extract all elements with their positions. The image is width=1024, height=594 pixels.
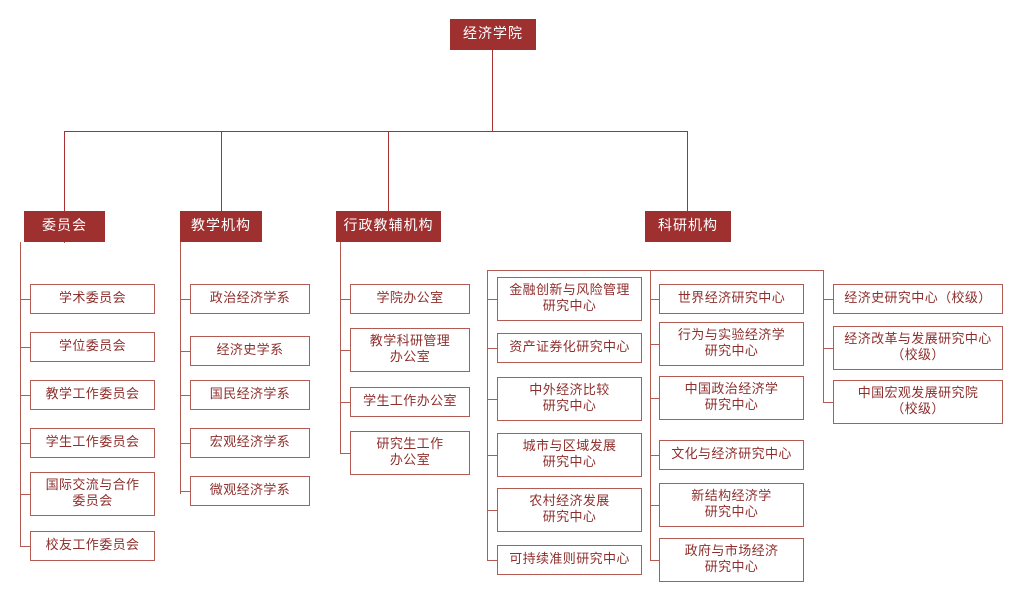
- node-leaf-teaching-0[interactable]: 政治经济学系: [190, 284, 310, 314]
- edge-main-bus: [64, 131, 688, 132]
- node-leaf-research-col-2-1[interactable]: 行为与实验经济学 研究中心: [659, 322, 804, 366]
- edge-tick-research-col-1-1: [487, 348, 497, 349]
- node-leaf-research-col-1-4[interactable]: 农村经济发展 研究中心: [497, 488, 642, 532]
- edge-drop-teaching: [221, 131, 222, 211]
- node-leaf-research-col-2-0[interactable]: 世界经济研究中心: [659, 284, 804, 314]
- edge-spine-administrative: [340, 242, 341, 454]
- edge-bus-research: [487, 270, 824, 271]
- edge-tick-research-col-1-5: [487, 560, 497, 561]
- edge-spine-research-col-1: [487, 270, 488, 560]
- node-leaf-committees-1[interactable]: 学位委员会: [30, 332, 155, 362]
- edge-spine-research-col-3: [823, 270, 824, 402]
- node-leaf-committees-2[interactable]: 教学工作委员会: [30, 380, 155, 410]
- edge-tick-research-col-2-5: [650, 560, 659, 561]
- edge-spine-research-col-2: [650, 270, 651, 560]
- edge-tick-research-col-1-3: [487, 455, 497, 456]
- edge-tick-committees-0: [20, 299, 30, 300]
- edge-tick-committees-5: [20, 546, 30, 547]
- edge-tick-research-col-2-3: [650, 455, 659, 456]
- edge-tick-research-col-1-4: [487, 510, 497, 511]
- node-leaf-administrative-2[interactable]: 学生工作办公室: [350, 387, 470, 417]
- edge-spine-committees: [20, 242, 21, 546]
- edge-drop-administrative: [388, 131, 389, 211]
- edge-tick-research-col-1-2: [487, 399, 497, 400]
- edge-tick-teaching-2: [180, 395, 190, 396]
- node-leaf-research-col-3-1[interactable]: 经济改革与发展研究中心 （校级）: [833, 326, 1003, 370]
- node-leaf-committees-4[interactable]: 国际交流与合作 委员会: [30, 472, 155, 516]
- node-leaf-teaching-1[interactable]: 经济史学系: [190, 336, 310, 366]
- edge-tick-teaching-0: [180, 299, 190, 300]
- node-leaf-research-col-3-2[interactable]: 中国宏观发展研究院 （校级）: [833, 380, 1003, 424]
- edge-tick-research-col-2-4: [650, 505, 659, 506]
- node-leaf-teaching-2[interactable]: 国民经济学系: [190, 380, 310, 410]
- node-leaf-research-col-1-5[interactable]: 可持续准则研究中心: [497, 545, 642, 575]
- node-group-committees[interactable]: 委员会: [24, 211, 105, 242]
- node-leaf-administrative-1[interactable]: 教学科研管理 办公室: [350, 328, 470, 372]
- edge-tick-teaching-4: [180, 491, 190, 492]
- node-leaf-administrative-0[interactable]: 学院办公室: [350, 284, 470, 314]
- node-root-school[interactable]: 经济学院: [450, 19, 536, 50]
- edge-tick-research-col-2-0: [650, 299, 659, 300]
- edge-tick-research-col-2-1: [650, 344, 659, 345]
- edge-tick-administrative-0: [340, 299, 350, 300]
- edge-tick-research-col-3-0: [823, 299, 833, 300]
- edge-tick-teaching-3: [180, 443, 190, 444]
- node-group-research[interactable]: 科研机构: [645, 211, 731, 242]
- node-leaf-research-col-2-4[interactable]: 新结构经济学 研究中心: [659, 483, 804, 527]
- node-leaf-research-col-2-5[interactable]: 政府与市场经济 研究中心: [659, 538, 804, 582]
- node-leaf-committees-5[interactable]: 校友工作委员会: [30, 531, 155, 561]
- node-leaf-committees-0[interactable]: 学术委员会: [30, 284, 155, 314]
- edge-stem-committees: [64, 242, 65, 243]
- node-leaf-research-col-3-0[interactable]: 经济史研究中心（校级）: [833, 284, 1003, 314]
- node-group-administrative[interactable]: 行政教辅机构: [336, 211, 441, 242]
- edge-tick-committees-1: [20, 347, 30, 348]
- edge-tick-research-col-3-1: [823, 348, 833, 349]
- edge-tick-administrative-1: [340, 350, 350, 351]
- node-leaf-committees-3[interactable]: 学生工作委员会: [30, 428, 155, 458]
- edge-root-stem: [492, 50, 493, 131]
- edge-tick-research-col-3-2: [823, 402, 833, 403]
- node-leaf-research-col-1-3[interactable]: 城市与区域发展 研究中心: [497, 433, 642, 477]
- edge-tick-committees-3: [20, 443, 30, 444]
- node-leaf-research-col-1-1[interactable]: 资产证券化研究中心: [497, 333, 642, 363]
- edge-drop-committees: [64, 131, 65, 211]
- edge-tick-administrative-2: [340, 402, 350, 403]
- node-leaf-research-col-2-2[interactable]: 中国政治经济学 研究中心: [659, 376, 804, 420]
- edge-tick-committees-2: [20, 395, 30, 396]
- node-leaf-research-col-1-0[interactable]: 金融创新与风险管理 研究中心: [497, 277, 642, 321]
- node-leaf-teaching-3[interactable]: 宏观经济学系: [190, 428, 310, 458]
- edge-spine-teaching: [180, 242, 181, 494]
- edge-tick-committees-4: [20, 494, 30, 495]
- edge-tick-research-col-2-2: [650, 398, 659, 399]
- edge-tick-teaching-1: [180, 351, 190, 352]
- edge-drop-research: [687, 131, 688, 211]
- node-leaf-research-col-1-2[interactable]: 中外经济比较 研究中心: [497, 377, 642, 421]
- edge-tick-administrative-3: [340, 453, 350, 454]
- edge-tick-research-col-1-0: [487, 299, 497, 300]
- node-leaf-research-col-2-3[interactable]: 文化与经济研究中心: [659, 440, 804, 470]
- node-leaf-administrative-3[interactable]: 研究生工作 办公室: [350, 431, 470, 475]
- node-leaf-teaching-4[interactable]: 微观经济学系: [190, 476, 310, 506]
- node-group-teaching[interactable]: 教学机构: [180, 211, 262, 242]
